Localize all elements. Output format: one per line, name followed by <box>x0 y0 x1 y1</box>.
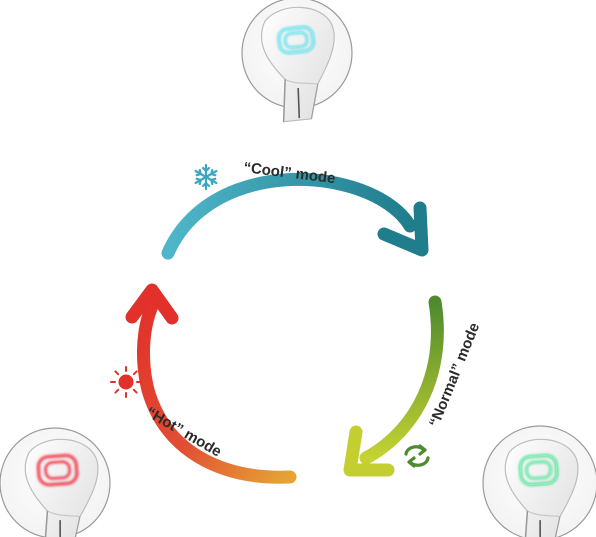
snowflake-icon <box>194 163 218 191</box>
sun-icon <box>110 366 142 398</box>
device-hot-circle <box>0 427 111 537</box>
hot-arrow <box>125 283 297 484</box>
cool-arrow <box>161 172 429 260</box>
device-normal-circle <box>482 425 596 537</box>
recycle-arrows-icon <box>404 444 430 468</box>
device-cool-circle <box>241 0 353 124</box>
normal-arrow <box>343 295 444 477</box>
